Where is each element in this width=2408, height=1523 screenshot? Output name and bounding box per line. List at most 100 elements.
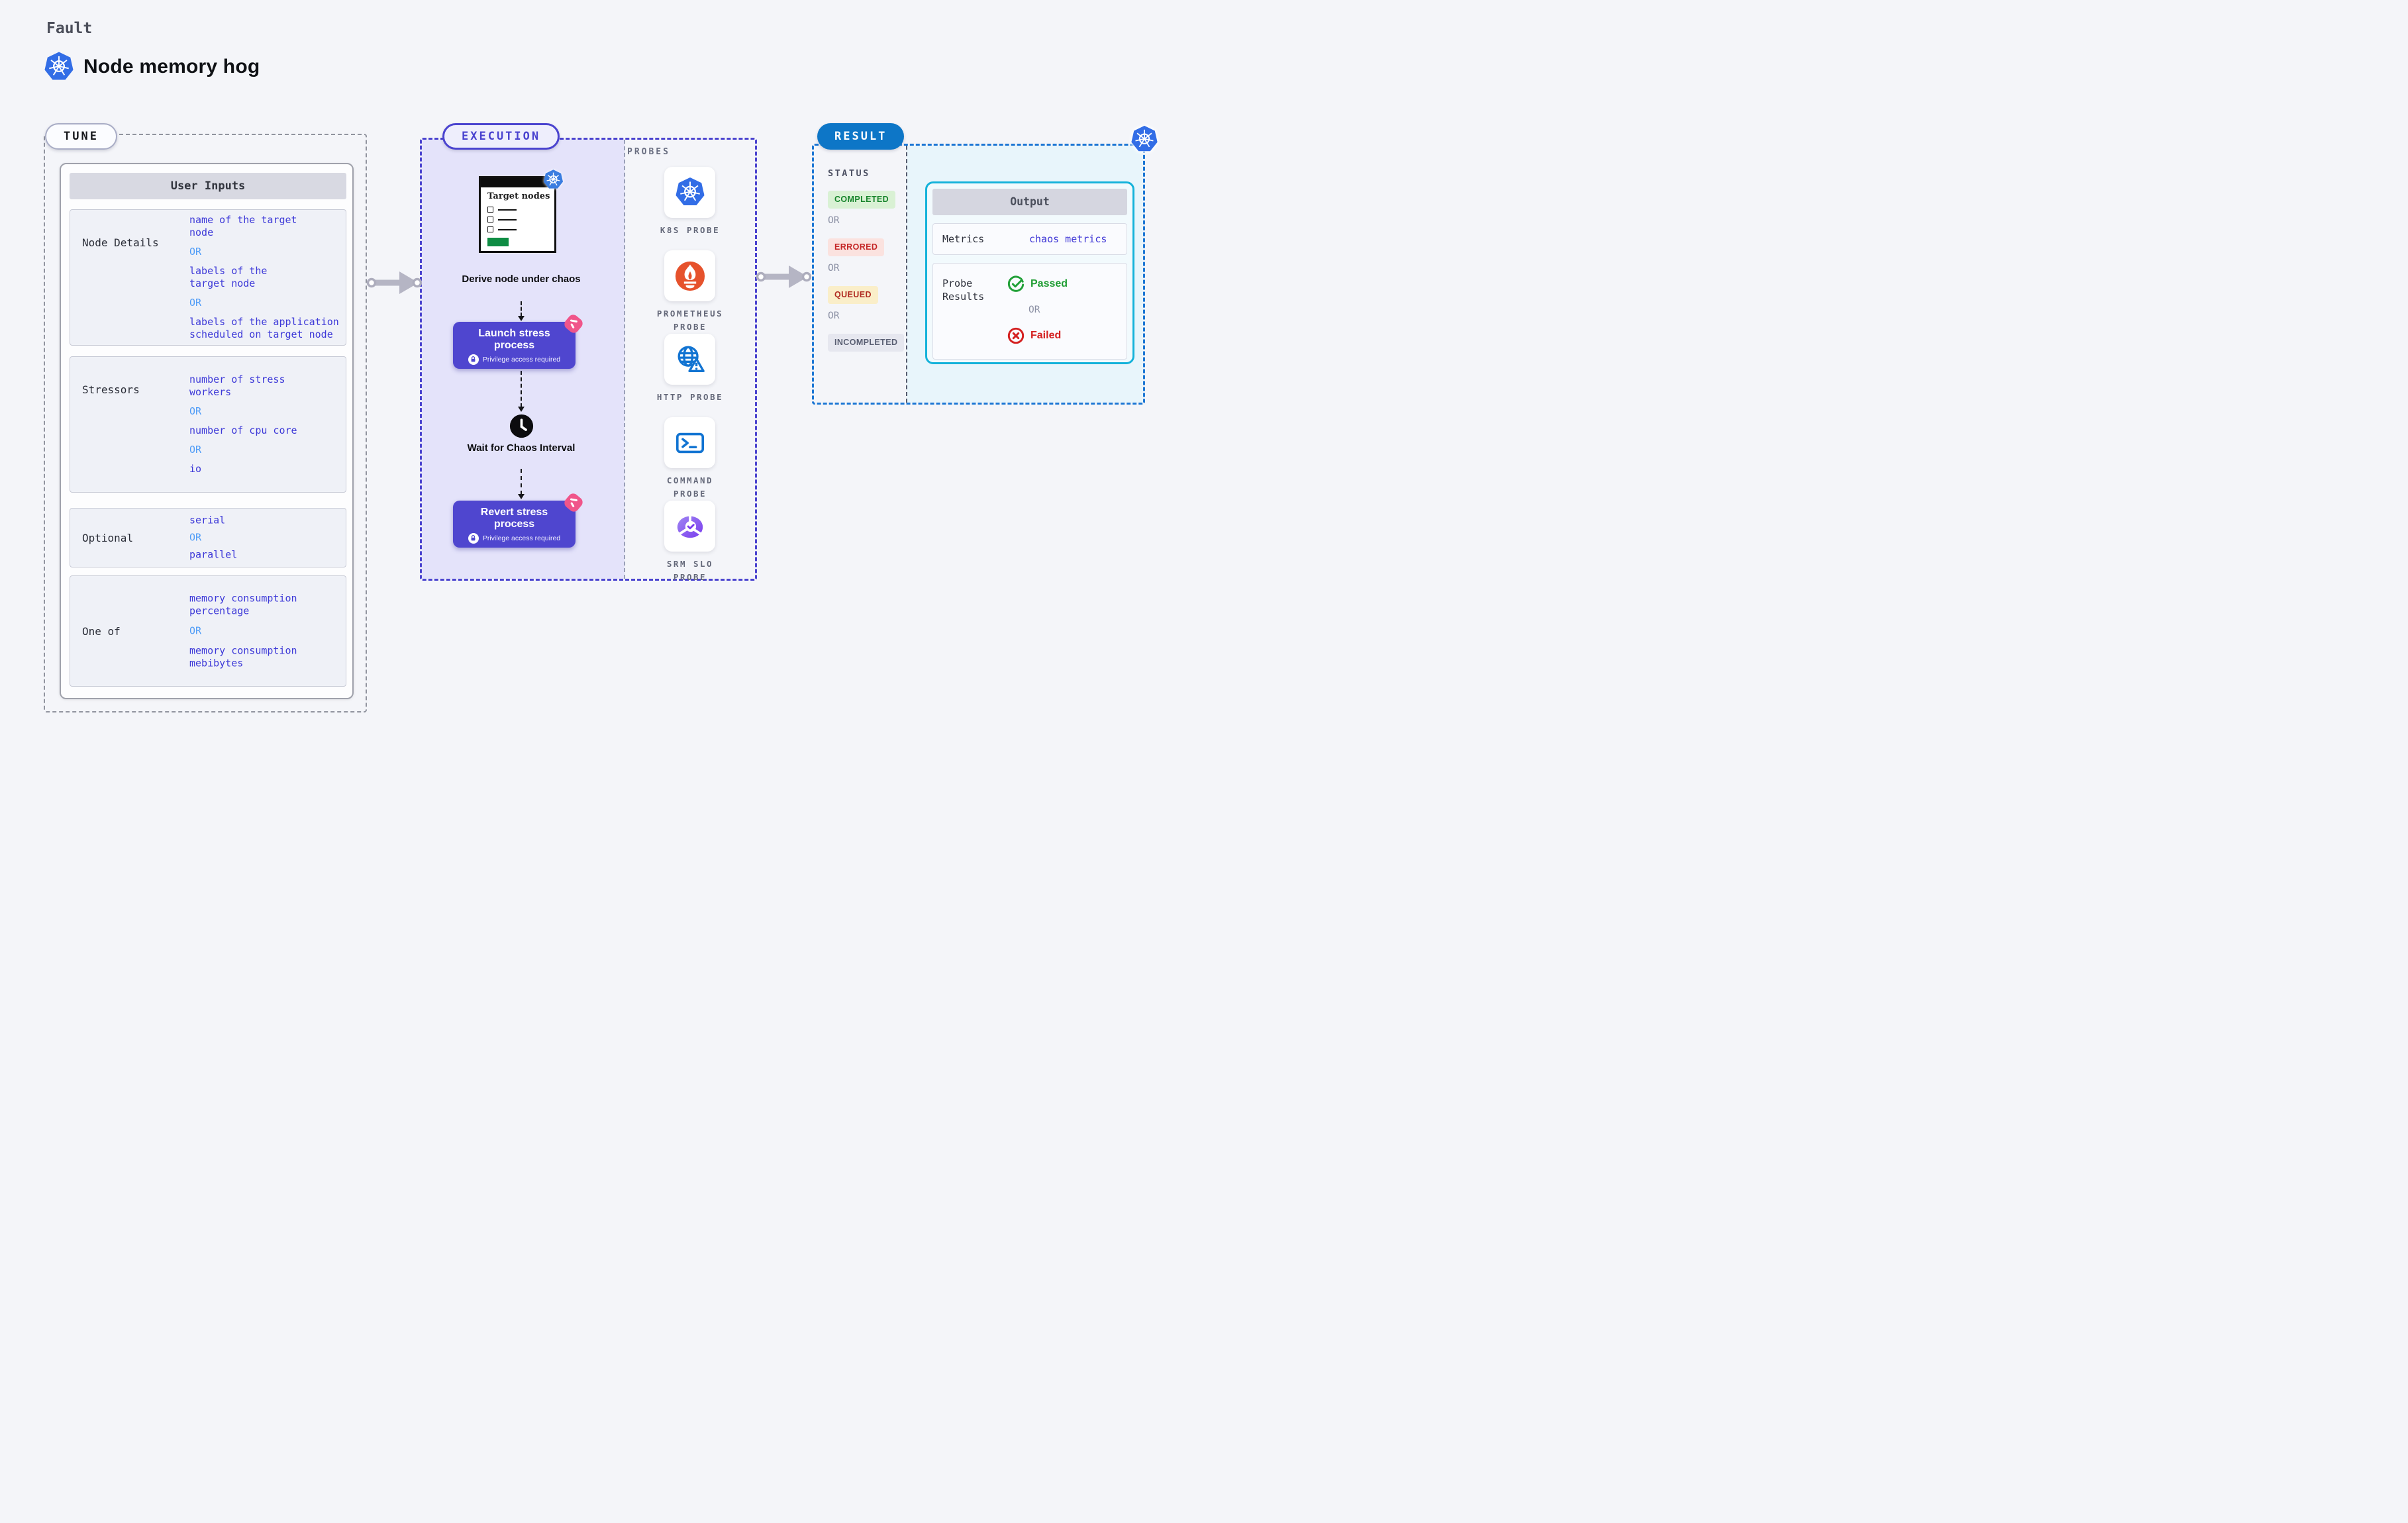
kubernetes-icon [675,176,705,209]
node-list-item [481,205,554,215]
target-nodes-label: Target nodes [487,191,550,201]
launch-stress-process-step[interactable]: Launch stress process Privilege access r… [453,313,585,369]
optional-row: Optional serial OR parallel [70,508,346,567]
probe-results-label: Probe Results [942,277,985,303]
tune-tag: TUNE [45,123,117,150]
status-output-divider [906,146,907,403]
kubernetes-icon [543,169,564,191]
metrics-row: Metrics chaos metrics [932,223,1127,255]
probe-label: PROMETHEUS PROBE [656,309,724,332]
option-value: name of the target node [189,214,297,238]
option-value: io [189,463,202,475]
privilege-note: Privilege access required [482,534,561,542]
lock-icon [468,354,479,365]
page-title: Node memory hog [83,56,260,77]
green-button-shape [487,238,509,247]
status-badge-queued: QUEUED [828,286,878,304]
terminal-icon [674,427,706,459]
flow-connector [517,469,526,499]
probe-label: HTTP PROBE [656,392,724,402]
passed-label: Passed [1030,278,1068,289]
one-of-row: One of memory consumption percentage OR … [70,575,346,687]
node-list-item [481,215,554,224]
row-label: Node Details [82,236,159,249]
tune-to-execution-arrow [366,268,422,297]
k8s-probe-card[interactable] [664,167,715,218]
or-label: OR [828,311,840,321]
target-nodes-window: Target nodes [479,176,556,253]
clock-icon [509,414,534,438]
check-circle-icon [1007,275,1025,293]
checkbox-icon [487,226,493,233]
node-list-item [481,224,554,234]
step-title: Launch stress process [478,328,550,352]
execution-tag: EXECUTION [442,123,560,150]
list-line [498,228,517,230]
flow-connector [517,301,526,321]
failed-label: Failed [1030,330,1062,341]
or-label: OR [189,246,202,258]
globe-warning-icon [674,344,706,375]
option-value: memory consumption percentage [189,592,297,617]
status-badge-incompleted: INCOMPLETED [828,334,905,352]
or-label: OR [189,531,202,544]
revert-stress-process-step[interactable]: Revert stress process Privilege access r… [453,491,585,548]
probe-label: SRM SLO PROBE [666,559,714,582]
srm-slo-probe-card[interactable] [664,501,715,552]
probes-heading: PROBES [627,147,670,157]
execution-to-result-arrow [756,262,811,291]
window-titlebar [481,178,554,187]
flow-connector [517,371,526,412]
prometheus-probe-card[interactable] [664,250,715,301]
status-badge-errored: ERRORED [828,238,885,256]
privilege-note: Privilege access required [482,355,561,364]
probe-label: COMMAND PROBE [666,475,714,499]
option-value: serial [189,514,226,526]
or-label: OR [189,624,202,637]
checkbox-icon [487,217,493,223]
option-value: number of cpu core [189,424,297,436]
result-tag: RESULT [817,123,905,150]
output-panel: Output Metrics chaos metrics Probe Resul… [925,181,1134,364]
execution-probes-divider [624,140,625,579]
option-value: memory consumption mebibytes [189,644,297,669]
row-label: Stressors [82,383,140,396]
probe-results-row: Probe Results Passed OR Failed [932,263,1127,360]
probe-label: K8S PROBE [660,225,721,235]
option-value: number of stress workers [189,373,285,398]
row-label: Optional [82,531,134,544]
status-badge-completed: COMPLETED [828,191,896,209]
or-label: OR [189,297,202,309]
list-line [498,209,517,211]
option-value: labels of the target node [189,265,268,289]
or-label: OR [1028,305,1040,315]
user-inputs-card: User Inputs Node Details name of the tar… [60,163,354,699]
failed-result: Failed [1007,327,1061,344]
step-title: Revert stress process [480,507,548,530]
or-label: OR [189,444,202,456]
kubernetes-icon [44,50,74,83]
prometheus-icon [675,261,705,291]
passed-result: Passed [1007,275,1068,293]
status-heading: STATUS [828,168,870,179]
user-inputs-title: User Inputs [70,173,346,199]
fault-eyebrow: Fault [46,20,93,37]
or-label: OR [189,405,202,417]
kubernetes-icon [1130,124,1158,154]
command-probe-card[interactable] [664,417,715,468]
option-value: labels of the application scheduled on t… [189,316,339,340]
slo-donut-icon [674,511,706,542]
or-label: OR [828,215,840,226]
lock-icon [468,532,479,544]
x-circle-icon [1007,327,1025,344]
derive-node-caption: Derive node under chaos [462,273,581,285]
stressors-row: Stressors number of stress workers OR nu… [70,356,346,493]
option-value: parallel [189,548,238,561]
metrics-value: chaos metrics [1029,233,1107,245]
http-probe-card[interactable] [664,334,715,385]
metrics-label: Metrics [942,233,985,245]
node-memory-hog-diagram: Fault Node memory hog TUNE User Inputs N… [0,0,1204,762]
checkbox-icon [487,207,493,213]
list-line [498,219,517,221]
row-label: One of [82,624,121,638]
